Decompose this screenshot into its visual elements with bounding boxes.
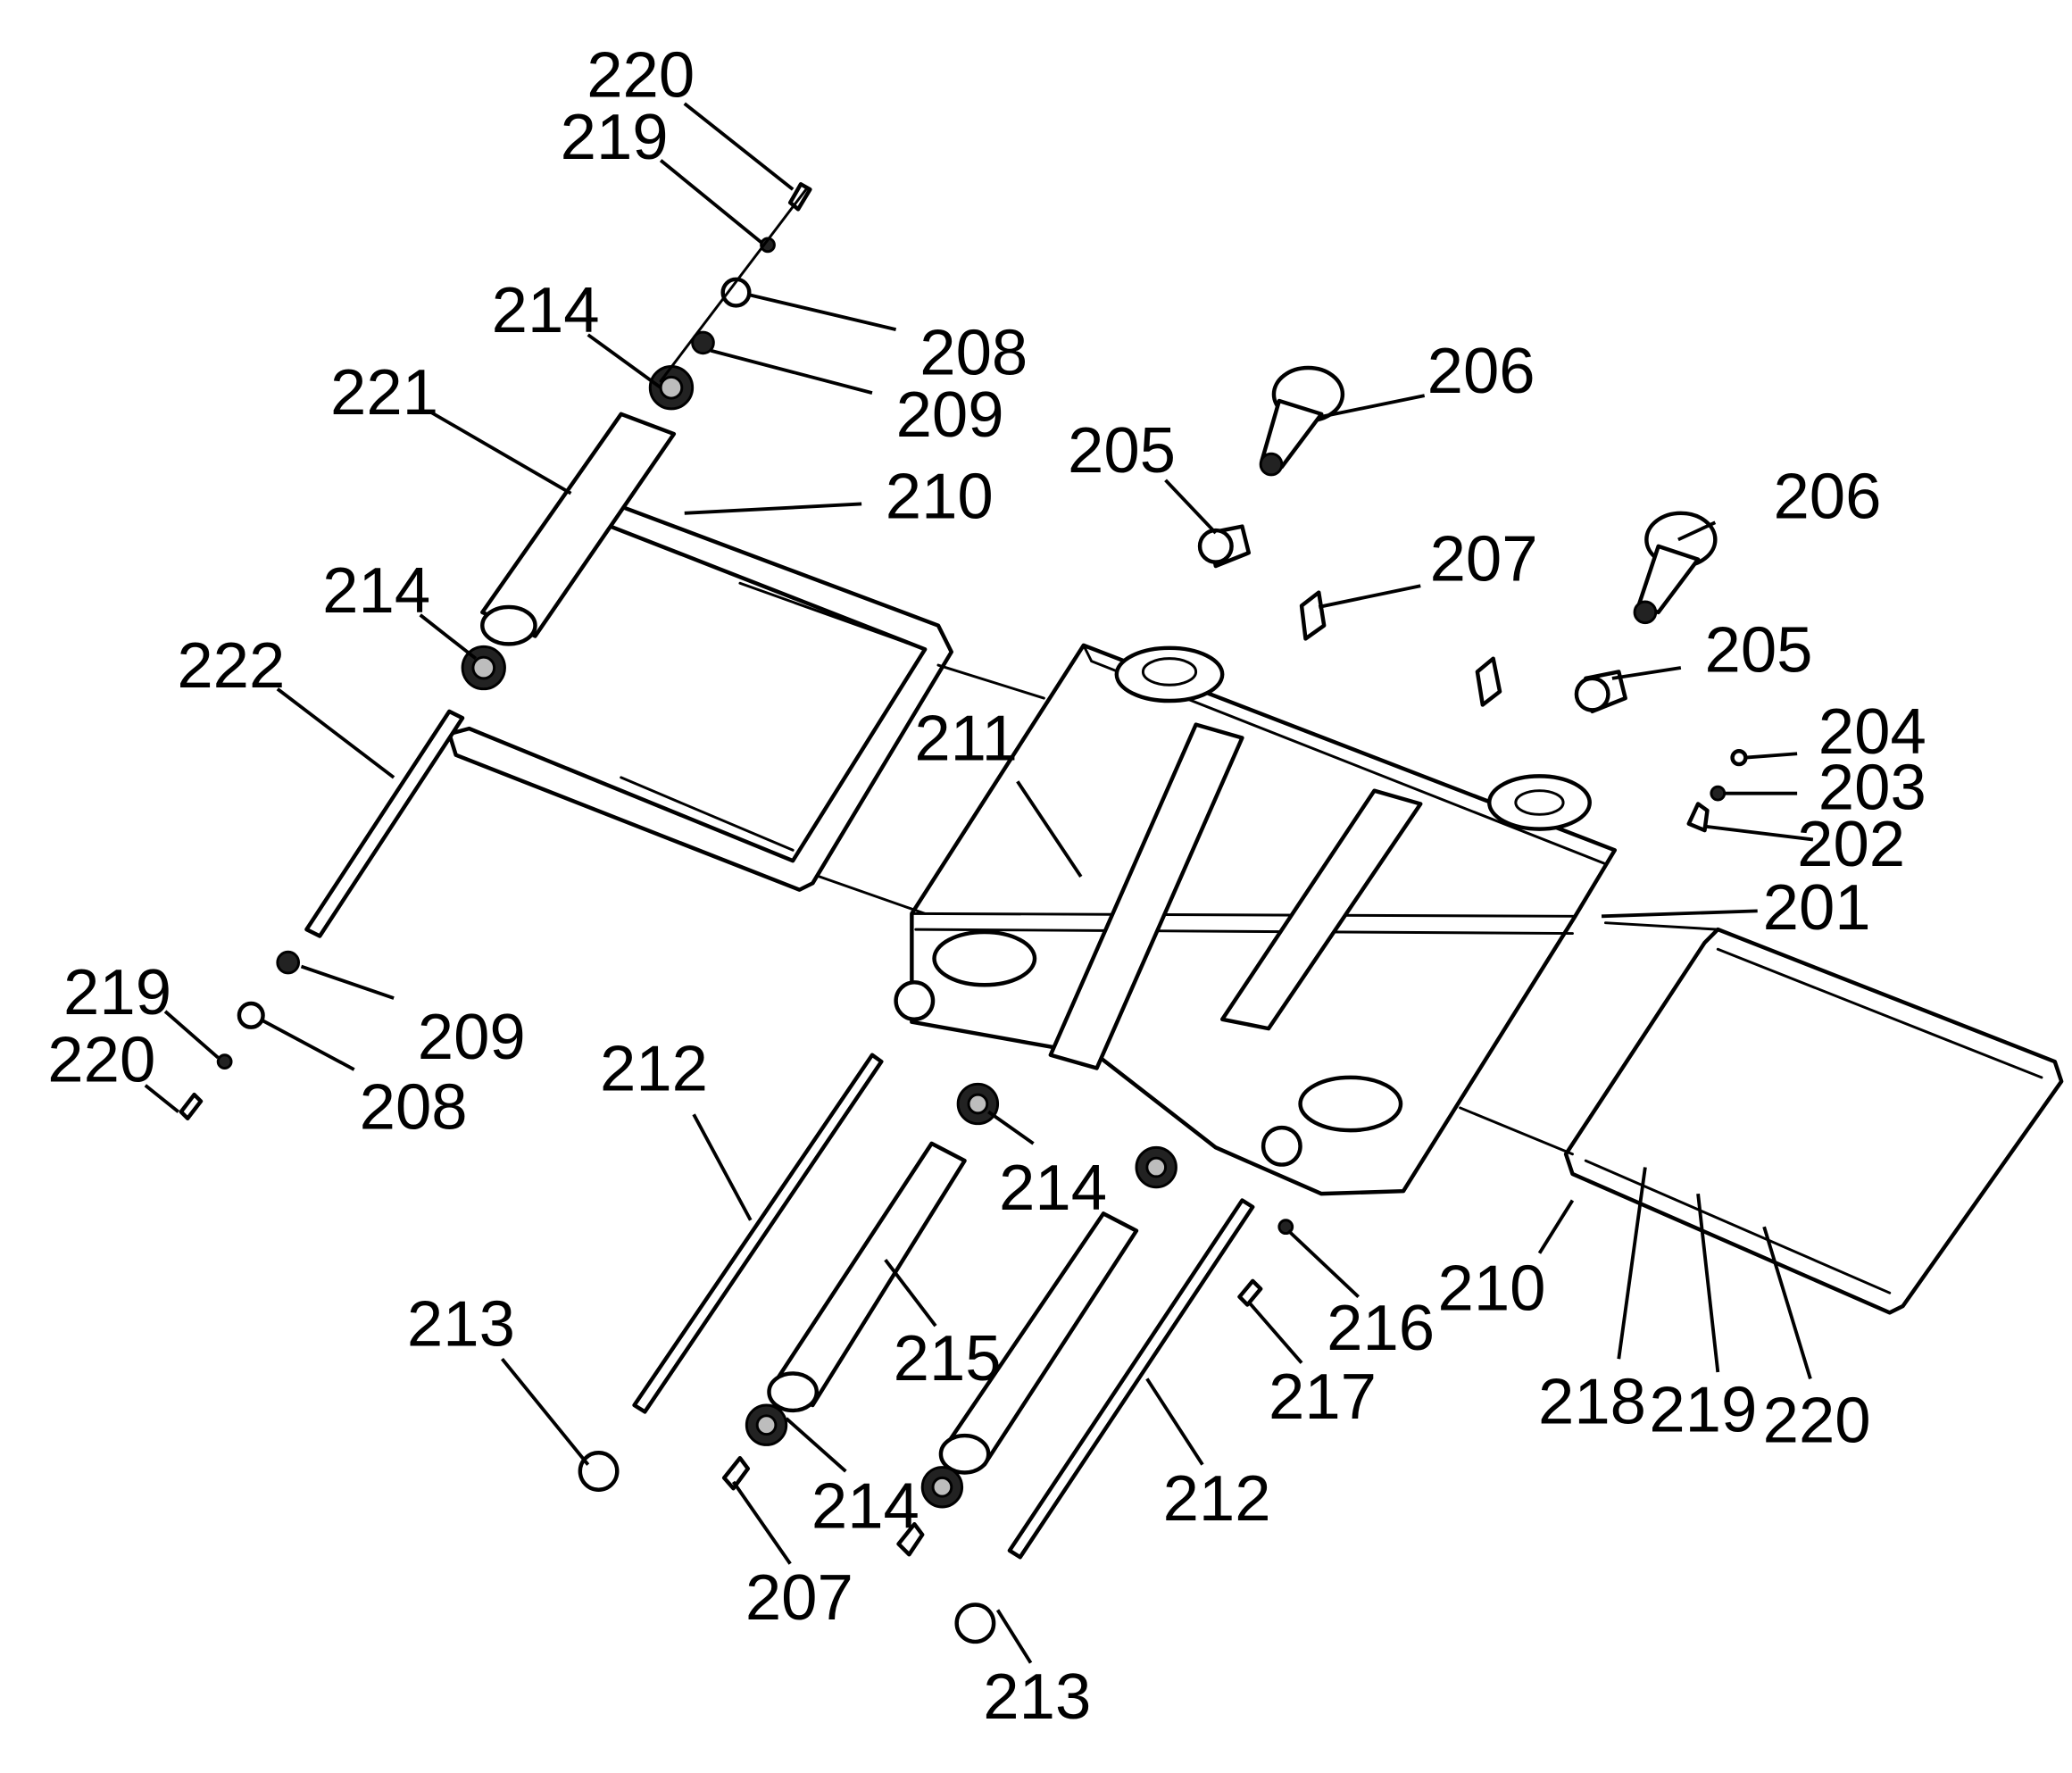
part-221-roller bbox=[461, 365, 695, 691]
callout-220-top: 220 bbox=[587, 39, 695, 112]
part-201-main-body bbox=[894, 643, 1618, 1196]
callout-214-top: 214 bbox=[492, 274, 600, 346]
callout-204: 204 bbox=[1818, 695, 1926, 768]
callout-207-top: 207 bbox=[1430, 522, 1538, 595]
callout-211: 211 bbox=[914, 703, 1018, 775]
part-205-bushing-right bbox=[1574, 670, 1627, 714]
callout-218: 218 bbox=[1538, 1366, 1646, 1438]
part-216-217-screws bbox=[1237, 1219, 1294, 1307]
callout-210-right: 210 bbox=[1437, 1252, 1545, 1324]
callout-213-bottom: 213 bbox=[983, 1661, 1091, 1733]
callout-210-top: 210 bbox=[886, 461, 994, 533]
callout-215: 215 bbox=[894, 1322, 1002, 1394]
callout-201: 201 bbox=[1763, 871, 1871, 944]
part-222-rod bbox=[179, 709, 465, 1121]
callout-205-top: 205 bbox=[1068, 414, 1176, 487]
callout-208-left: 208 bbox=[360, 1071, 468, 1144]
part-212-rod-left bbox=[578, 1053, 884, 1492]
callout-217: 217 bbox=[1269, 1361, 1377, 1433]
part-206-knob-left bbox=[1259, 365, 1345, 477]
callout-203: 203 bbox=[1818, 751, 1926, 823]
part-210-right-frame bbox=[1459, 921, 2064, 1315]
callout-214-bottom: 214 bbox=[811, 1470, 920, 1543]
part-207-screw-top bbox=[1299, 590, 1502, 707]
callout-205-right: 205 bbox=[1704, 613, 1812, 686]
callout-labels: 220 219 214 208 221 209 210 214 222 219 … bbox=[47, 39, 1926, 1733]
callout-206-right: 206 bbox=[1773, 461, 1881, 533]
callout-220-right: 220 bbox=[1763, 1384, 1871, 1456]
callout-207-bottom: 207 bbox=[745, 1561, 853, 1634]
callout-221: 221 bbox=[330, 356, 438, 429]
callout-208-top: 208 bbox=[920, 316, 1028, 388]
part-roller-lower-center bbox=[896, 1145, 1177, 1557]
part-202-204-clip bbox=[1686, 749, 1748, 833]
callout-222: 222 bbox=[177, 629, 285, 702]
callout-219-left: 219 bbox=[63, 956, 171, 1028]
callout-209-left: 209 bbox=[418, 1001, 526, 1073]
callout-209-top: 209 bbox=[896, 379, 1004, 451]
callout-212-bottom: 212 bbox=[1163, 1462, 1271, 1535]
part-210-left-frame bbox=[447, 504, 1045, 915]
part-hardware-top bbox=[659, 182, 812, 383]
callout-214-low: 214 bbox=[999, 1152, 1107, 1224]
callout-206-top: 206 bbox=[1427, 335, 1535, 407]
leader-lines bbox=[144, 102, 1814, 1664]
part-212-rod-bottom bbox=[954, 1198, 1255, 1644]
callout-202: 202 bbox=[1797, 808, 1905, 880]
callout-219-top: 219 bbox=[561, 101, 669, 173]
callout-216: 216 bbox=[1327, 1292, 1435, 1364]
callout-213-left: 213 bbox=[407, 1287, 515, 1360]
part-215-roller bbox=[721, 1082, 1000, 1491]
callout-220-left: 220 bbox=[47, 1023, 155, 1095]
callout-212-left: 212 bbox=[600, 1033, 708, 1105]
part-206-knob-right bbox=[1633, 511, 1718, 625]
part-205-bushing-left bbox=[1197, 524, 1252, 569]
callout-219-right: 219 bbox=[1649, 1374, 1757, 1446]
callout-214-mid: 214 bbox=[322, 554, 430, 627]
